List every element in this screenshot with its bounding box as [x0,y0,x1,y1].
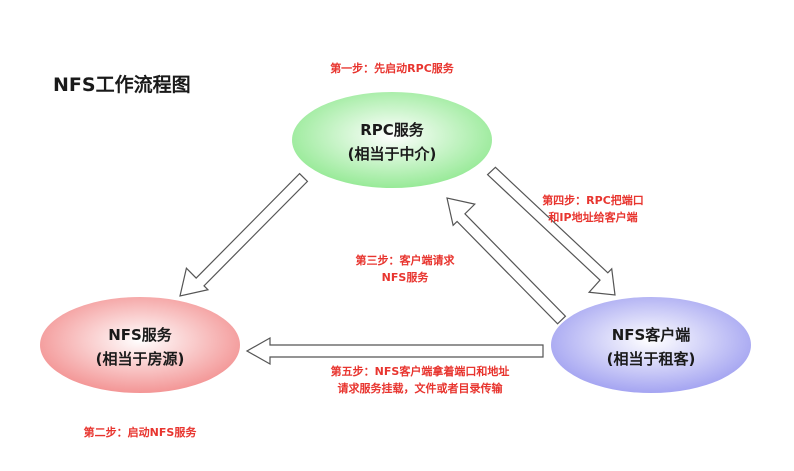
step5-note-line2: 请求服务挂载，文件或者目录传输 [337,382,503,395]
step1-note: 第一步：先启动RPC服务 [330,62,454,75]
nfs-client-node [551,297,751,393]
page-title: NFS工作流程图 [53,74,191,96]
step5-note-line1: 第五步：NFS客户端拿着端口和地址 [330,365,510,378]
nfs-server-node-name: NFS服务 [108,326,172,344]
step3-note-line1: 第三步：客户端请求 [355,254,455,267]
step4-note: 第四步：RPC把端口 和IP地址给客户端 [528,192,658,226]
rpc-node-name: RPC服务 [360,121,424,139]
nfs-server-node-role: (相当于房源) [95,350,185,368]
step3-note: 第三步：客户端请求 NFS服务 [340,252,470,286]
rpc-node-label: RPC服务 (相当于中介) [322,118,462,166]
step4-note-line2: 和IP地址给客户端 [548,211,638,224]
step4-note-line1: 第四步：RPC把端口 [542,194,644,207]
rpc-node [292,92,492,188]
arrow-rpc-to-client [486,166,616,296]
arrow-client-to-rpc [446,197,567,325]
rpc-node-role: (相当于中介) [347,145,437,163]
step3-note-line2: NFS服务 [381,271,429,284]
nfs-client-node-role: (相当于租客) [606,350,696,368]
nfs-client-node-label: NFS客户端 (相当于租客) [581,323,721,371]
nfs-client-node-name: NFS客户端 [611,326,691,344]
arrow-client-to-nfs-server [245,336,544,366]
nfs-server-node [40,297,240,393]
step2-note: 第二步：启动NFS服务 [83,426,197,439]
step5-note: 第五步：NFS客户端拿着端口和地址 请求服务挂载，文件或者目录传输 [290,363,550,397]
arrow-rpc-to-nfs-server [179,172,309,297]
nfs-server-node-label: NFS服务 (相当于房源) [70,323,210,371]
